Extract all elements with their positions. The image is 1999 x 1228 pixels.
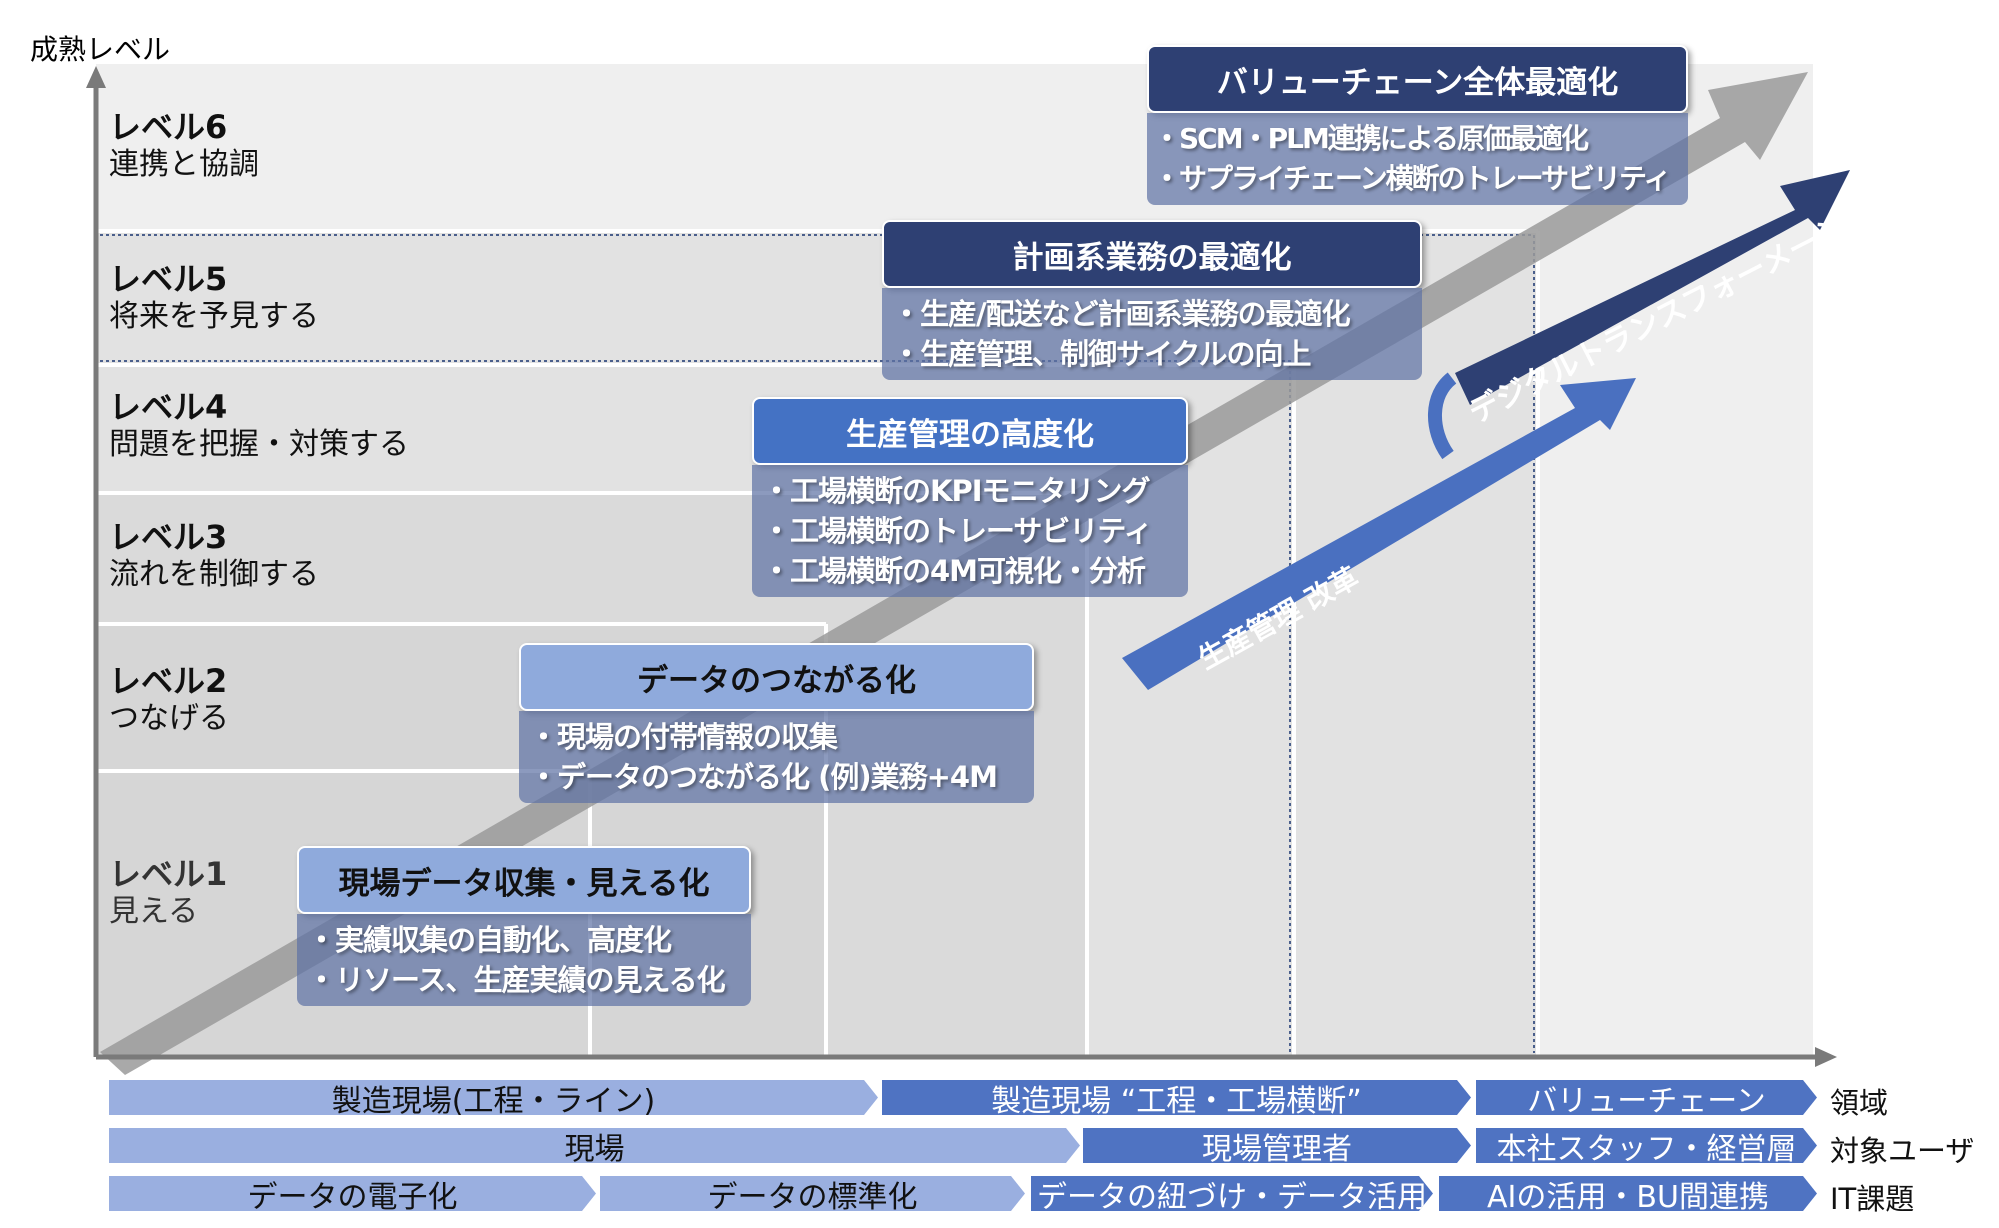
box-item: ・リソース、生産実績の見える化	[307, 963, 726, 997]
row-label-user: 対象ユーザ	[1830, 1134, 1975, 1168]
it-segment: AIの活用・BU間連携	[1439, 1176, 1817, 1211]
box-item: ・データのつながる化 (例)業務+4M	[529, 760, 998, 794]
box-planning: 計画系業務の最適化 ・生産/配送など計画系業務の最適化・生産管理、制御サイクルの…	[882, 220, 1422, 380]
user-segment: 現場管理者	[1083, 1128, 1471, 1163]
user-segment: 本社スタッフ・経営層	[1476, 1128, 1817, 1163]
box-item: ・SCM・PLM連携による原価最適化	[1153, 122, 1589, 155]
box-data-connect: データのつながる化 ・現場の付帯情報の収集・データのつながる化 (例)業務+4M	[519, 643, 1034, 803]
x-axis-arrowhead	[1815, 1047, 1837, 1067]
box-item: ・実績収集の自動化、高度化	[307, 923, 672, 957]
box-item: ・工場横断のKPIモニタリング	[762, 474, 1151, 508]
it-segment: データの標準化	[600, 1176, 1025, 1211]
curved-connector-arrow	[1428, 372, 1457, 460]
box-title: 計画系業務の最適化	[882, 220, 1422, 288]
domain-segment: 製造現場(工程・ライン)	[109, 1080, 878, 1115]
it-segment: データの紐づけ・データ活用	[1031, 1176, 1433, 1211]
dx-arrow	[1455, 170, 1850, 405]
domain-segment: バリューチェーン	[1476, 1080, 1817, 1115]
box-item: ・工場横断の4M可視化・分析	[762, 554, 1146, 588]
domain-segment: 製造現場 “工程・工場横断”	[882, 1080, 1471, 1115]
box-body: ・実績収集の自動化、高度化・リソース、生産実績の見える化	[297, 914, 751, 1006]
reform-arrow	[1122, 378, 1636, 690]
box-title: 現場データ収集・見える化	[297, 846, 751, 914]
box-production-mgmt: 生産管理の高度化 ・工場横断のKPIモニタリング・工場横断のトレーサビリティ・工…	[752, 397, 1188, 597]
box-body: ・生産/配送など計画系業務の最適化・生産管理、制御サイクルの向上	[882, 288, 1422, 380]
box-title: バリューチェーン全体最適化	[1147, 45, 1688, 113]
row-label-domain: 領域	[1830, 1086, 1889, 1120]
box-body: ・現場の付帯情報の収集・データのつながる化 (例)業務+4M	[519, 711, 1034, 803]
box-item: ・生産管理、制御サイクルの向上	[892, 337, 1312, 371]
box-item: ・サプライチェーン横断のトレーサビリティ	[1153, 162, 1671, 195]
box-item: ・生産/配送など計画系業務の最適化	[892, 297, 1351, 331]
box-field-data: 現場データ収集・見える化 ・実績収集の自動化、高度化・リソース、生産実績の見える…	[297, 846, 751, 1006]
box-item: ・工場横断のトレーサビリティ	[762, 514, 1153, 548]
box-value-chain: バリューチェーン全体最適化 ・SCM・PLM連携による原価最適化・サプライチェー…	[1147, 45, 1688, 205]
it-segment: データの電子化	[109, 1176, 596, 1211]
box-item: ・現場の付帯情報の収集	[529, 720, 838, 754]
box-body: ・SCM・PLM連携による原価最適化・サプライチェーン横断のトレーサビリティ	[1147, 113, 1688, 205]
box-title: 生産管理の高度化	[752, 397, 1188, 465]
user-segment: 現場	[109, 1128, 1080, 1163]
y-axis-arrowhead	[86, 66, 106, 88]
row-label-it: IT課題	[1830, 1182, 1915, 1216]
box-body: ・工場横断のKPIモニタリング・工場横断のトレーサビリティ・工場横断の4M可視化…	[752, 465, 1188, 597]
box-title: データのつながる化	[519, 643, 1034, 711]
y-axis-label: 成熟レベル	[30, 33, 171, 66]
